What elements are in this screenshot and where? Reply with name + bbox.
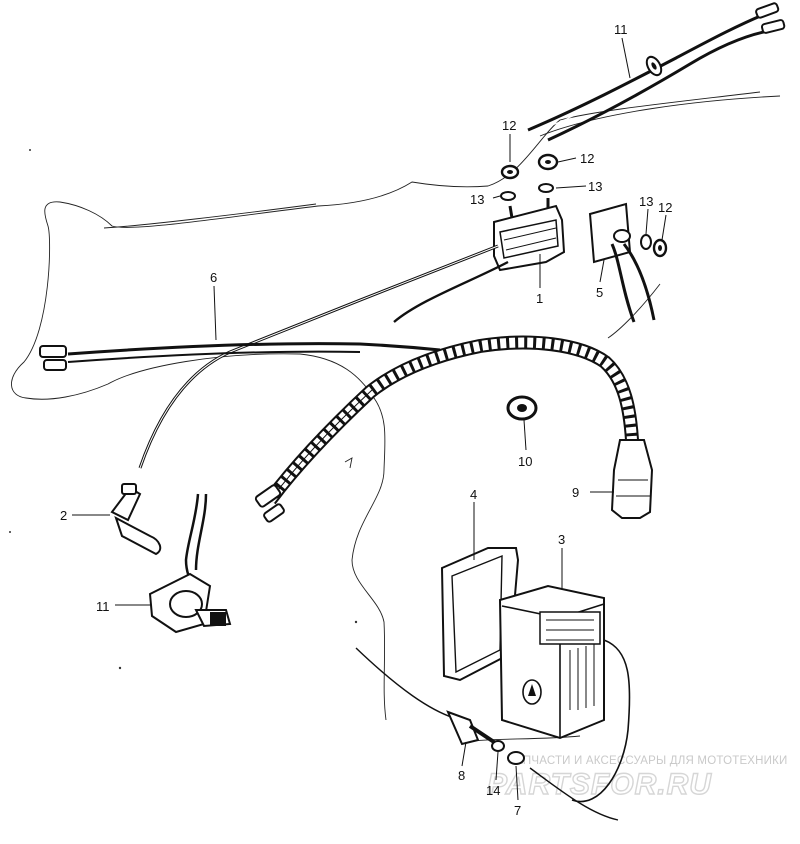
ignition-switch	[148, 493, 232, 634]
frame-outline	[9, 91, 781, 743]
fuse-tube	[355, 647, 619, 821]
battery	[498, 584, 631, 803]
watermark-brand: PARTSFOR.RU	[487, 768, 712, 801]
callout-2: 2	[60, 508, 67, 523]
callout-10: 10	[518, 454, 532, 469]
spark-plug-cap	[110, 483, 162, 556]
nuts-washers	[500, 153, 668, 258]
regulator-bracket	[588, 202, 656, 323]
wire-lead	[39, 342, 441, 371]
ignition-coil	[138, 198, 566, 469]
callout-9: 9	[572, 485, 579, 500]
watermark-tagline: ЗАПЧАСТИ И АКСЕССУАРЫ ДЛЯ МОТОТЕХНИКИ	[508, 755, 788, 767]
callout-6: 6	[210, 270, 217, 285]
callout-3: 3	[558, 532, 565, 547]
main-wire-harness	[254, 335, 654, 523]
callout-13-b: 13	[588, 179, 602, 194]
callout-13-a: 13	[470, 192, 484, 207]
callout-8: 8	[458, 768, 465, 783]
callout-12-c: 12	[658, 200, 672, 215]
callout-5: 5	[596, 285, 603, 300]
callout-1: 1	[536, 291, 543, 306]
battery-holder	[440, 547, 520, 682]
callout-12-a: 12	[502, 118, 516, 133]
callout-labels: 11 12 12 13 13 13 12 1 5 6 10 9 2 11 4 3…	[60, 22, 672, 818]
callout-11-top: 11	[614, 22, 628, 37]
callout-11-switch: 11	[96, 599, 110, 614]
watermark: ЗАПЧАСТИ И АКСЕССУАРЫ ДЛЯ МОТОТЕХНИКИ PA…	[486, 755, 788, 802]
leader-lines	[72, 37, 667, 801]
callout-4: 4	[470, 487, 477, 502]
callout-14: 14	[486, 783, 500, 798]
sub-harness-top	[527, 2, 786, 142]
grommet	[506, 395, 538, 421]
callout-12-b: 12	[580, 151, 594, 166]
callout-13-c: 13	[639, 194, 653, 209]
callout-7: 7	[514, 803, 521, 818]
